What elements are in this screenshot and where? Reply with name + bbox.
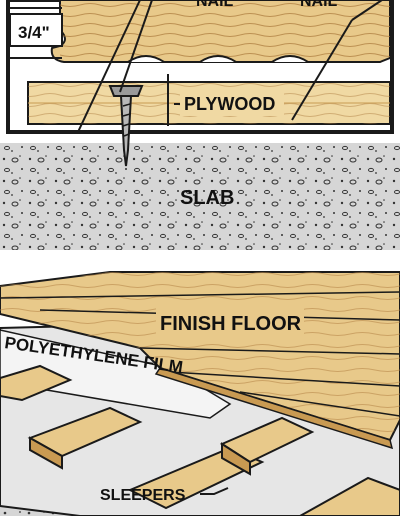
sleepers-label: SLEEPERS	[100, 487, 186, 504]
nail-label-left: NAIL	[196, 0, 234, 10]
slab-cross-section-diagram: 3/4" NAIL NAIL PLYWOOD SLAB	[0, 0, 400, 250]
plywood-label: PLYWOOD	[184, 94, 275, 114]
nail-label-right: NAIL	[300, 0, 338, 10]
slab-label: SLAB	[180, 187, 234, 209]
sleepers	[0, 364, 400, 516]
sleeper-floor-diagram: FINISH FLOOR POLYETHYLENE FILM SLEEPERS	[0, 271, 400, 516]
thickness-label: 3/4"	[18, 23, 50, 42]
finish-floor-label: FINISH FLOOR	[160, 313, 302, 335]
nail-icon	[108, 85, 144, 167]
thickness-dimension	[9, 7, 63, 59]
